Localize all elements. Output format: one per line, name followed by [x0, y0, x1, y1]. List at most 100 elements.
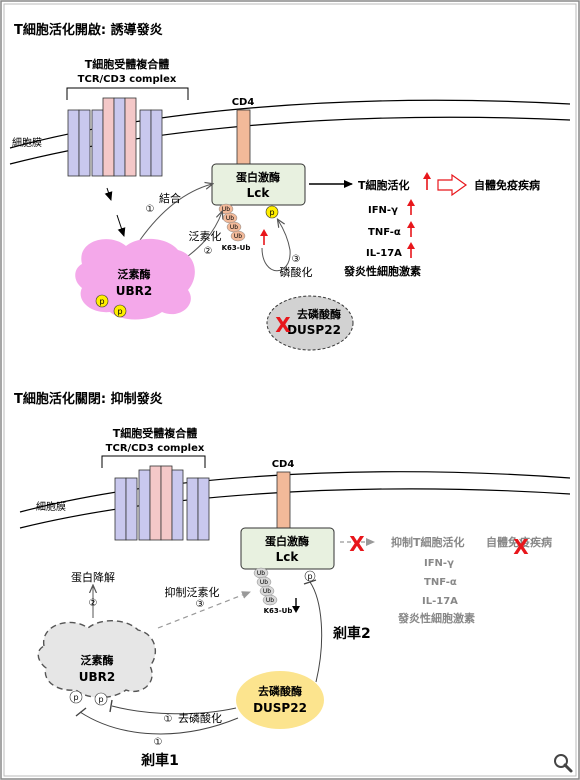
tcr-complex [67, 97, 163, 177]
dusp22-label-2-b: DUSP22 [253, 701, 307, 715]
ubr2-p-1-b [69, 690, 83, 704]
brake1-num: ① [154, 737, 163, 748]
membrane-inner-2 [19, 488, 571, 529]
inhibit-x-mark-1: X [349, 532, 365, 556]
dusp22-x-mark: X [275, 313, 291, 337]
inhibit-ubiq-num: ③ [196, 599, 205, 610]
lck-phospho-p [265, 205, 279, 219]
cd4-receptor-2 [276, 471, 291, 529]
ubr2-p-2 [113, 304, 127, 318]
brake1-line-1 [111, 705, 237, 715]
brake1-label: 剎車1 [140, 752, 179, 769]
dusp22-inactive [266, 295, 354, 351]
tcr-arrow-1 [104, 187, 113, 201]
panel-top-title: T細胞活化開啟: 誘導發炎 [14, 22, 163, 38]
phos-label: 磷酸化 [280, 265, 313, 279]
lck-label-2: Lck [247, 186, 271, 200]
brake1-line-2 [79, 711, 239, 735]
tnf-label-2: TNF-α [424, 577, 457, 588]
ubiquitin-chain-2: Ub Ub Ub Ub [253, 567, 278, 606]
k63-label-2: K63-Ub [264, 607, 293, 615]
ubr2-label-1: 泛素酶 [118, 267, 151, 281]
lck-label-2-b: Lck [276, 550, 300, 564]
ubr2-label-1-b: 泛素酶 [81, 653, 114, 667]
hollow-red-arrow [437, 173, 468, 197]
tcr-bracket [66, 87, 189, 100]
bind-arrow [139, 184, 212, 241]
svg-text:p: p [99, 297, 104, 306]
ubr2-p-2-b [94, 692, 108, 706]
tcr-label-2: T細胞受體複合體 [113, 426, 198, 440]
tcell-activation-label: T細胞活化 [358, 178, 410, 192]
dusp22-label-2: DUSP22 [287, 323, 341, 337]
degrade-num: ② [89, 598, 98, 609]
membrane-outer-2 [19, 471, 571, 513]
panel-bottom-title: T細胞活化關閉: 抑制發炎 [14, 391, 163, 407]
ifn-label-2: IFN-γ [424, 558, 454, 569]
il17-label-2: IL-17A [422, 596, 458, 607]
svg-text:Ub: Ub [263, 588, 271, 595]
svg-text:Ub: Ub [266, 597, 274, 604]
tcr-complex-2 [114, 465, 210, 541]
membrane-label-2: 細胞膜 [36, 500, 66, 513]
svg-text:p: p [73, 693, 78, 702]
panel-bottom: T細胞活化關閉: 抑制發炎 T細胞受體複合體 TCR/CD3 complex 細… [14, 391, 571, 769]
lck-kinase-box-2 [240, 527, 335, 570]
brake2-line [309, 581, 323, 683]
inner-frame [3, 3, 577, 777]
dephos-label: 去磷酸化 [178, 711, 222, 725]
tcr-sub-label: TCR/CD3 complex [78, 74, 177, 85]
tcr-sub-label-2: TCR/CD3 complex [106, 443, 205, 454]
brake2-label: 剎車2 [332, 625, 371, 642]
svg-text:Ub: Ub [257, 570, 265, 577]
zoom-icon[interactable] [552, 752, 574, 774]
tcr-label: T細胞受體複合體 [85, 57, 170, 71]
cytokines-label: 發炎性細胞激素 [343, 264, 421, 278]
autoimmune-label: 自體免疫疾病 [474, 178, 540, 192]
lck-label-1-b: 蛋白激酶 [265, 534, 309, 548]
svg-text:p: p [307, 572, 312, 581]
lck-label-1: 蛋白激酶 [236, 170, 280, 184]
ubr2-label-2-b: UBR2 [79, 670, 115, 684]
panel-top: T細胞活化開啟: 誘導發炎 T細胞受體複合體 TCR/CD3 complex 細… [9, 22, 571, 351]
inhibit-x-mark-2: X [513, 535, 529, 559]
svg-text:p: p [117, 307, 122, 316]
dusp22-label-1-b: 去磷酸酶 [258, 684, 302, 698]
inhibit-tcell-label: 抑制T細胞活化 [391, 535, 465, 549]
ubr2-enzyme-inactive [37, 620, 157, 699]
ubr2-p-1 [95, 294, 109, 308]
ubiquitin-chain: Ub Ub Ub Ub [218, 203, 246, 242]
cytokines-label-2: 發炎性細胞激素 [397, 611, 475, 625]
ifn-label: IFN-γ [368, 205, 398, 216]
svg-text:Ub: Ub [230, 224, 238, 231]
tcr-bracket-2 [101, 455, 206, 468]
degrade-label: 蛋白降解 [71, 570, 115, 584]
cd4-label-2: CD4 [272, 459, 295, 470]
svg-text:Ub: Ub [260, 579, 268, 586]
tcr-arrow-2 [116, 214, 126, 237]
svg-text:p: p [269, 208, 274, 217]
inhibit-ubiq-label: 抑制泛素化 [165, 585, 220, 599]
svg-text:p: p [98, 695, 103, 704]
bind-label: 結合 [159, 191, 181, 205]
lck-p-2 [304, 570, 316, 582]
ubiq-label: 泛素化 [189, 229, 222, 243]
cd4-label: CD4 [232, 97, 255, 108]
phos-num: ③ [292, 254, 301, 265]
il17-label: IL-17A [366, 248, 402, 259]
dusp22-label-1: 去磷酸酶 [297, 307, 341, 321]
tnf-label: TNF-α [368, 227, 401, 238]
k63-label: K63-Ub [222, 244, 251, 252]
inhibit-ubiq-arrow [157, 591, 251, 629]
autoimmune-label-2: 自體免疫疾病 [486, 535, 552, 549]
svg-text:Ub: Ub [234, 233, 242, 240]
dephos-num: ① [164, 714, 173, 725]
svg-text:Ub: Ub [222, 206, 230, 213]
svg-text:Ub: Ub [226, 215, 234, 222]
cd4-receptor [236, 109, 251, 165]
membrane-label: 細胞膜 [12, 136, 42, 149]
phosphorylation-arrow [261, 220, 291, 272]
bind-num: ① [146, 204, 155, 215]
